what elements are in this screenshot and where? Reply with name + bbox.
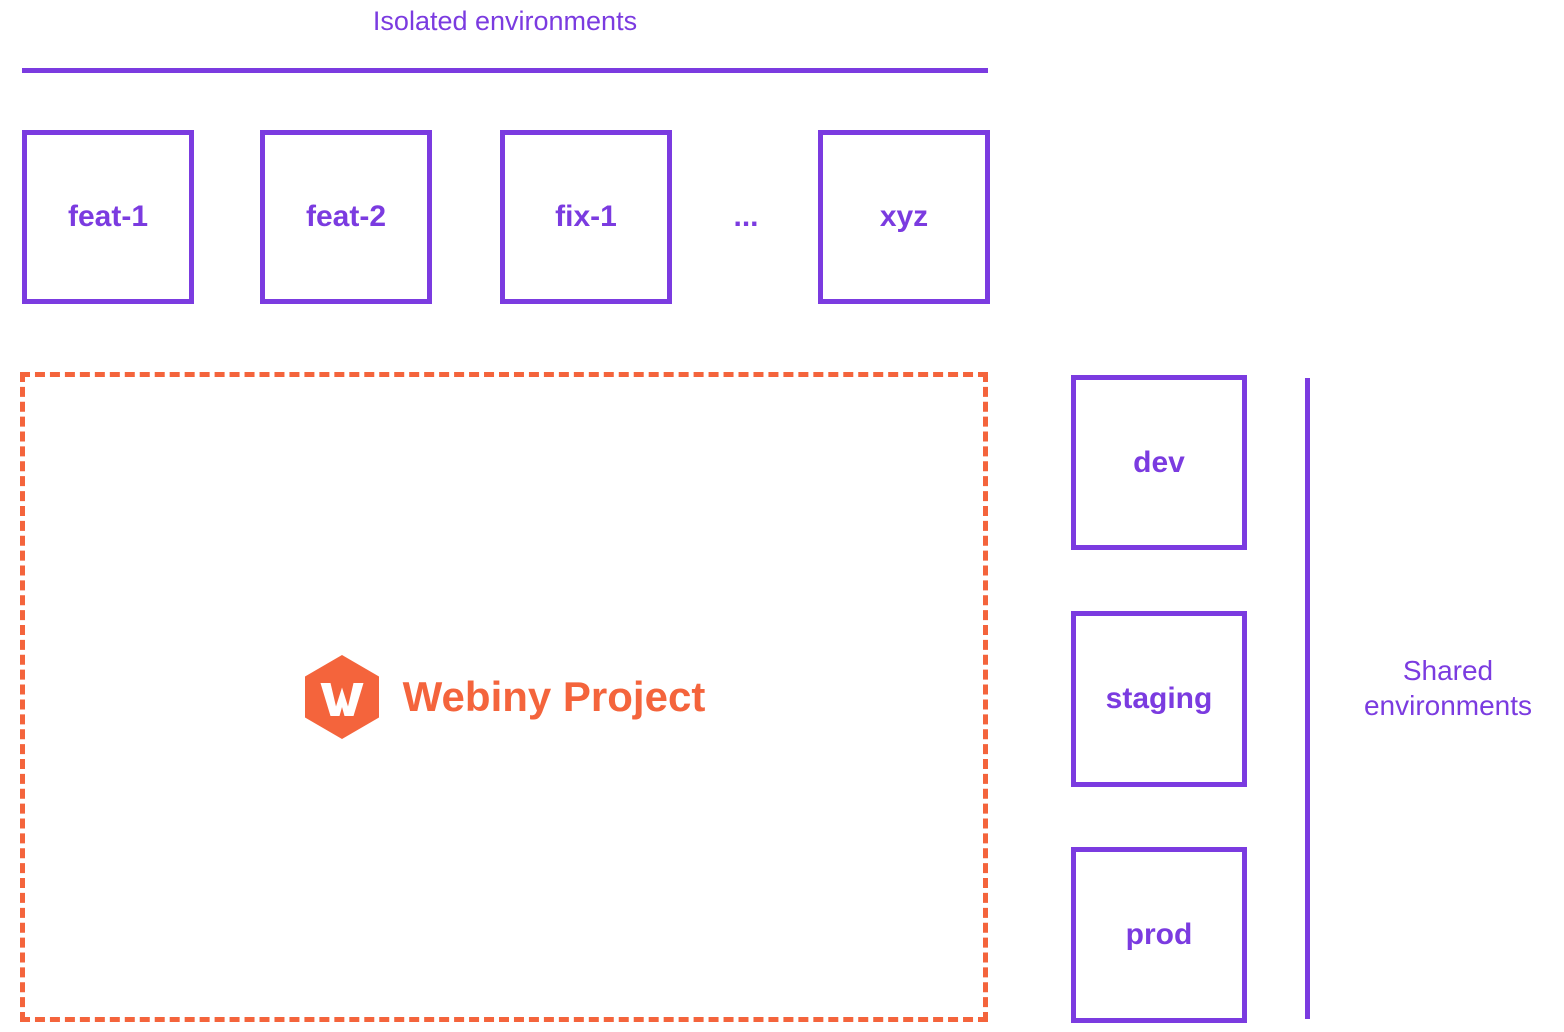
shared-environments-title: Shared environments <box>1332 653 1564 723</box>
isolated-environments-title: Isolated environments <box>372 6 638 36</box>
isolated-env-label: fix-1 <box>555 200 617 233</box>
shared-env-box-prod[interactable]: prod <box>1071 847 1247 1023</box>
webiny-project-label: Webiny Project <box>402 673 706 720</box>
isolated-env-box-feat-2[interactable]: feat-2 <box>260 130 432 304</box>
isolated-env-label: feat-2 <box>305 200 387 233</box>
isolated-env-box-fix-1[interactable]: fix-1 <box>500 130 672 304</box>
isolated-env-label: feat-1 <box>67 200 149 233</box>
shared-env-box-staging[interactable]: staging <box>1071 611 1247 787</box>
isolated-environments-divider <box>22 68 988 73</box>
isolated-env-box-xyz[interactable]: xyz <box>818 130 990 304</box>
shared-environments-title-line-2: environments <box>1363 690 1533 721</box>
shared-env-label: prod <box>1125 918 1193 951</box>
shared-environments-divider <box>1305 378 1310 1019</box>
webiny-project-container: Webiny Project <box>20 372 988 1022</box>
webiny-project-brand: Webiny Project <box>25 377 983 1017</box>
webiny-logo-icon <box>304 655 379 739</box>
isolated-env-ellipsis: ... <box>733 200 759 233</box>
shared-environments-title-line-1: Shared <box>1402 655 1494 686</box>
shared-env-box-dev[interactable]: dev <box>1071 375 1247 550</box>
isolated-env-label: xyz <box>879 200 929 233</box>
isolated-env-box-feat-1[interactable]: feat-1 <box>22 130 194 304</box>
shared-env-label: dev <box>1133 445 1185 479</box>
shared-env-label: staging <box>1105 682 1213 715</box>
